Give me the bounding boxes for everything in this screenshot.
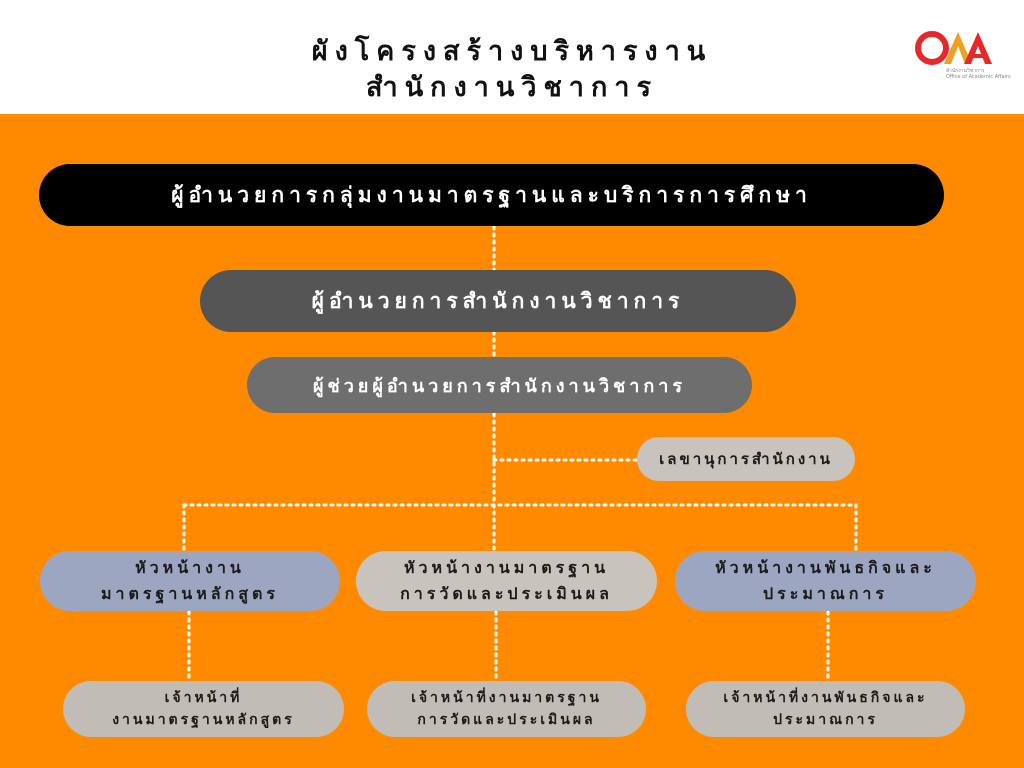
oaa-logo: [915, 31, 992, 65]
node-group-director-label: ผู้อำนวยการกลุ่มงานมาตรฐานและบริการการศึ…: [171, 182, 812, 207]
header: ผังโครงสร้างบริหารงาน สำนักงานวิชาการ สำ…: [0, 0, 1024, 114]
page-title-line2: สำนักงานวิชาการ: [366, 72, 658, 103]
logo-subtitle-english: Office of Academic Affairs: [946, 74, 1011, 80]
node-head-mission: หัวหน้างานพันธกิจและ ประมาณการ: [675, 551, 976, 611]
staff-curriculum-line1: เจ้าหน้าที่: [164, 690, 243, 706]
head-assessment-line2: การวัดและประเมินผล: [400, 584, 613, 603]
head-mission-line1: หัวหน้างานพันธกิจและ: [715, 558, 936, 577]
head-curriculum-line2: มาตรฐานหลักสูตร: [100, 584, 280, 603]
node-secretary: เลขานุการสำนักงาน: [637, 437, 855, 481]
node-secretary-label: เลขานุการสำนักงาน: [659, 450, 833, 468]
page-title-line1: ผังโครงสร้างบริหารงาน: [311, 36, 713, 67]
head-curriculum-line1: หัวหน้างาน: [135, 558, 245, 577]
node-head-curriculum: หัวหน้างาน มาตรฐานหลักสูตร: [40, 551, 340, 611]
logo-subtitle-thai: สำนักงานวิชาการ: [946, 68, 985, 74]
node-staff-mission: เจ้าหน้าที่งานพันธกิจและ ประมาณการ: [686, 681, 965, 737]
head-assessment-line1: หัวหน้างานมาตรฐาน: [404, 558, 609, 577]
node-staff-curriculum: เจ้าหน้าที่ งานมาตรฐานหลักสูตร: [63, 681, 344, 737]
staff-assessment-line1: เจ้าหน้าที่งานมาตรฐาน: [411, 690, 602, 706]
head-mission-line2: ประมาณการ: [763, 584, 888, 603]
node-office-director: ผู้อำนวยการสำนักงานวิชาการ: [200, 270, 796, 332]
staff-assessment-line2: การวัดและประเมินผล: [417, 712, 596, 728]
staff-mission-line1: เจ้าหน้าที่งานพันธกิจและ: [723, 690, 928, 706]
node-head-assessment: หัวหน้างานมาตรฐาน การวัดและประเมินผล: [356, 551, 657, 611]
node-staff-assessment: เจ้าหน้าที่งานมาตรฐาน การวัดและประเมินผล: [367, 681, 646, 737]
node-office-director-label: ผู้อำนวยการสำนักงานวิชาการ: [311, 288, 685, 313]
node-assistant-director-label: ผู้ช่วยผู้อำนวยการสำนักงานวิชาการ: [312, 375, 687, 397]
node-group-director: ผู้อำนวยการกลุ่มงานมาตรฐานและบริการการศึ…: [39, 164, 944, 226]
staff-mission-line2: ประมาณการ: [773, 712, 878, 728]
staff-curriculum-line2: งานมาตรฐานหลักสูตร: [112, 712, 295, 728]
node-assistant-director: ผู้ช่วยผู้อำนวยการสำนักงานวิชาการ: [247, 357, 752, 413]
